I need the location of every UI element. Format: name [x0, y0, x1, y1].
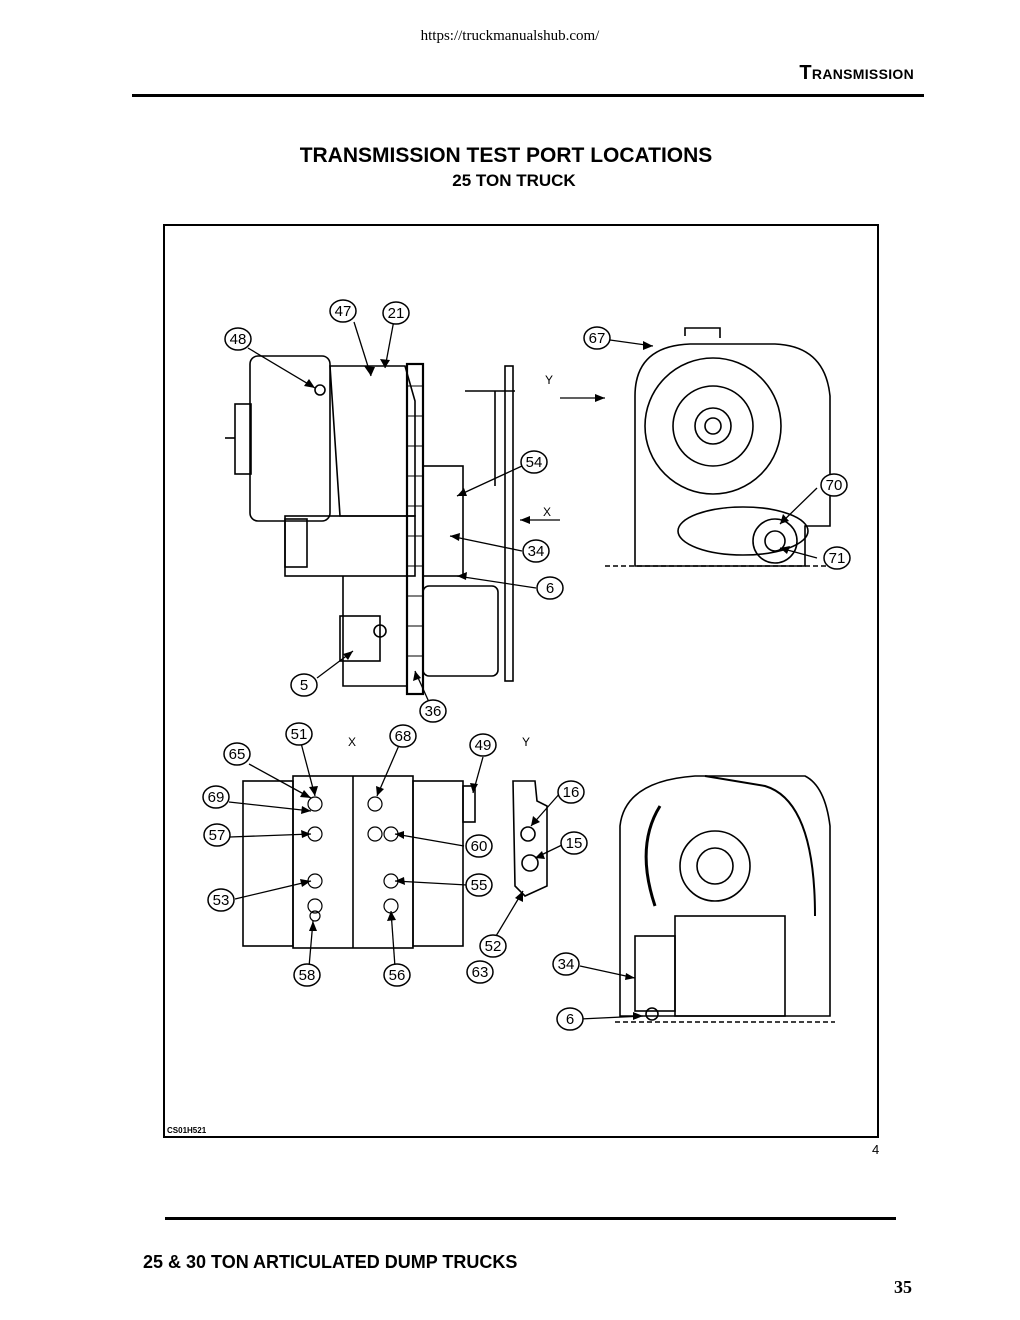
- figure-code: CS01H521: [167, 1126, 207, 1135]
- svg-text:51: 51: [291, 726, 308, 743]
- callout-71: 71: [823, 546, 851, 570]
- page-title: TRANSMISSION TEST PORT LOCATIONS: [299, 144, 713, 167]
- callout-55: 55: [465, 873, 493, 897]
- callout-54: 54: [520, 450, 548, 474]
- valve-body-x-drawing: [242, 775, 476, 949]
- view-label-x-top: X: [543, 505, 551, 519]
- svg-text:5: 5: [300, 677, 308, 694]
- svg-text:16: 16: [563, 784, 580, 801]
- svg-text:60: 60: [471, 838, 488, 855]
- callout-68: 68: [389, 724, 417, 748]
- footer-title: 25 & 30 TON ARTICULATED DUMP TRUCKS: [143, 1252, 518, 1272]
- callout-6-top: 6: [536, 576, 564, 600]
- section-title: Transmission: [799, 62, 914, 84]
- figure-number: 4: [872, 1142, 880, 1157]
- callout-56: 56: [383, 963, 411, 987]
- svg-text:48: 48: [230, 331, 247, 348]
- svg-text:6: 6: [546, 580, 554, 597]
- valve-body-y-drawing: [512, 780, 548, 897]
- callout-36: 36: [419, 699, 447, 723]
- callout-57: 57: [203, 823, 231, 847]
- svg-text:49: 49: [475, 737, 492, 754]
- callout-6-bottom: 6: [556, 1007, 584, 1031]
- view-label-y-top: Y: [545, 373, 553, 387]
- rear-view-drawing: [615, 775, 835, 1023]
- svg-text:58: 58: [299, 967, 316, 984]
- callout-67: 67: [583, 326, 611, 350]
- end-view-y-drawing: [605, 327, 845, 567]
- svg-text:15: 15: [566, 835, 583, 852]
- svg-text:65: 65: [229, 746, 246, 763]
- svg-text:6: 6: [566, 1011, 574, 1028]
- view-label-x-bottom: X: [348, 735, 356, 749]
- callout-58: 58: [293, 963, 321, 987]
- callout-47: 47: [329, 299, 357, 323]
- page-number: 35: [894, 1277, 912, 1297]
- test-port-diagram: Y X X Y 47 21 48 67 70 71 54 34 6 5 36 5…: [163, 224, 879, 1138]
- callout-63: 63: [466, 960, 494, 984]
- svg-text:34: 34: [528, 543, 545, 560]
- callout-52: 52: [479, 934, 507, 958]
- callout-70: 70: [820, 473, 848, 497]
- svg-text:63: 63: [472, 964, 489, 981]
- side-view-drawing: [225, 355, 515, 696]
- callout-51: 51: [285, 722, 313, 746]
- svg-text:56: 56: [389, 967, 406, 984]
- svg-text:69: 69: [208, 789, 225, 806]
- callout-48: 48: [224, 327, 252, 351]
- callout-65: 65: [223, 742, 251, 766]
- svg-text:71: 71: [829, 550, 846, 567]
- page-subtitle: 25 TON TRUCK: [452, 171, 576, 190]
- callout-49: 49: [469, 733, 497, 757]
- svg-text:52: 52: [485, 938, 502, 955]
- footer-rule: [165, 1217, 896, 1220]
- svg-text:21: 21: [388, 305, 405, 322]
- svg-text:67: 67: [589, 330, 606, 347]
- callout-60: 60: [465, 834, 493, 858]
- svg-text:57: 57: [209, 827, 226, 844]
- svg-text:70: 70: [826, 477, 843, 494]
- svg-text:53: 53: [213, 892, 230, 909]
- view-label-y-bottom: Y: [522, 735, 530, 749]
- svg-text:54: 54: [526, 454, 543, 471]
- callout-34-top: 34: [522, 539, 550, 563]
- svg-text:36: 36: [425, 703, 442, 720]
- callout-15: 15: [560, 831, 588, 855]
- svg-text:34: 34: [558, 956, 575, 973]
- callout-69: 69: [202, 785, 230, 809]
- svg-text:55: 55: [471, 877, 488, 894]
- source-url: https://truckmanualshub.com/: [420, 28, 600, 44]
- callout-53: 53: [207, 888, 235, 912]
- svg-text:68: 68: [395, 728, 412, 745]
- callout-5: 5: [290, 673, 318, 697]
- callout-34-bottom: 34: [552, 952, 580, 976]
- callout-21: 21: [382, 301, 410, 325]
- callout-16: 16: [557, 780, 585, 804]
- svg-text:47: 47: [335, 303, 352, 320]
- header-rule: [132, 94, 924, 97]
- transmission-drawing: Y X X Y 47 21 48 67 70 71 54 34 6 5 36 5…: [202, 299, 851, 1031]
